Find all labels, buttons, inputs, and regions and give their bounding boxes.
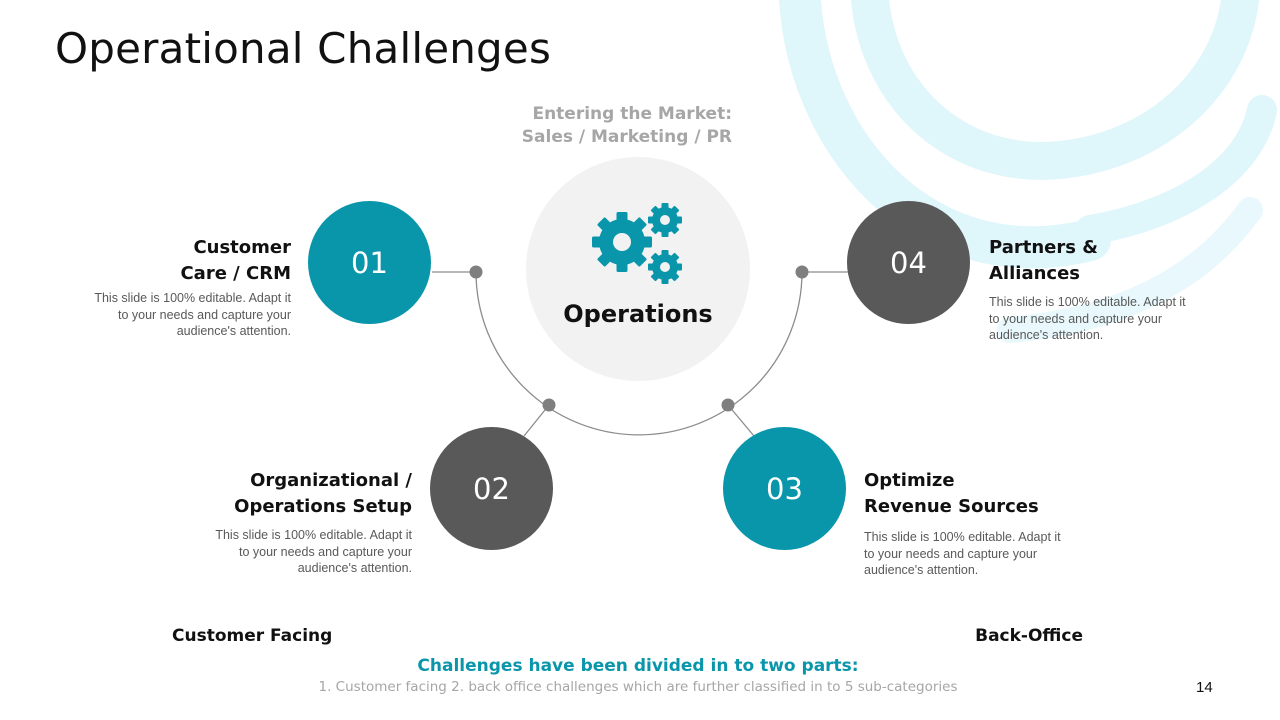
item-02-title-line2: Operations Setup xyxy=(234,496,412,517)
item-03-title: Optimize Revenue Sources xyxy=(864,468,1039,520)
item-04-desc-line2: to your needs and capture your xyxy=(989,311,1163,326)
market-label: Entering the Market: Sales / Marketing /… xyxy=(480,103,732,149)
item-04-title-line2: Alliances xyxy=(989,263,1080,284)
connector-dot xyxy=(469,265,483,279)
page-title: Operational Challenges xyxy=(55,24,552,73)
item-04-title: Partners & Alliances xyxy=(989,235,1098,287)
number-circle-02: 02 xyxy=(430,427,553,550)
number-02: 02 xyxy=(473,471,510,506)
item-03-title-line1: Optimize xyxy=(864,470,955,491)
customer-facing-label: Customer Facing xyxy=(172,626,333,646)
item-03-desc-line3: audience's attention. xyxy=(864,563,979,577)
center-label: Operations xyxy=(563,300,713,328)
item-02-description: This slide is 100% editable. Adapt it to… xyxy=(152,527,412,577)
item-01-desc-line3: audience's attention. xyxy=(176,324,291,338)
item-02-desc-line3: audience's attention. xyxy=(297,561,412,575)
item-01-description: This slide is 100% editable. Adapt it to… xyxy=(31,290,291,340)
item-02-desc-line2: to your needs and capture your xyxy=(238,544,412,559)
page-number: 14 xyxy=(1196,679,1213,696)
item-04-title-line1: Partners & xyxy=(989,237,1098,258)
number-01: 01 xyxy=(351,245,388,280)
item-01-title-line2: Care / CRM xyxy=(180,263,291,284)
item-02-title-line1: Organizational / xyxy=(250,470,412,491)
center-circle xyxy=(526,157,750,381)
item-02-title: Organizational / Operations Setup xyxy=(234,468,412,520)
item-01-desc-line1: This slide is 100% editable. Adapt it xyxy=(94,291,291,305)
conclusion-subnote: 1. Customer facing 2. back office challe… xyxy=(318,679,958,695)
back-office-label: Back-Office xyxy=(975,626,1083,646)
item-04-desc-line3: audience's attention. xyxy=(989,328,1104,342)
item-04-desc-line1: This slide is 100% editable. Adapt it xyxy=(989,295,1186,309)
item-01-desc-line2: to your needs and capture your xyxy=(117,307,291,322)
number-circle-01: 01 xyxy=(308,201,431,324)
connector-dot xyxy=(542,398,556,412)
item-04-description: This slide is 100% editable. Adapt it to… xyxy=(989,294,1249,344)
number-03: 03 xyxy=(766,471,803,506)
item-03-desc-line1: This slide is 100% editable. Adapt it xyxy=(864,530,1061,544)
market-label-line1: Entering the Market: xyxy=(532,104,732,124)
item-03-description: This slide is 100% editable. Adapt it to… xyxy=(864,529,1124,579)
market-label-line2: Sales / Marketing / PR xyxy=(521,127,732,147)
number-04: 04 xyxy=(890,245,927,280)
item-01-title-line1: Customer xyxy=(193,237,291,258)
gears-icon xyxy=(592,203,682,284)
item-03-title-line2: Revenue Sources xyxy=(864,496,1039,517)
conclusion-heading: Challenges have been divided in to two p… xyxy=(417,656,859,676)
connector-dot xyxy=(721,398,735,412)
number-circle-04: 04 xyxy=(847,201,970,324)
number-circle-03: 03 xyxy=(723,427,846,550)
connector-dot xyxy=(795,265,809,279)
item-02-desc-line1: This slide is 100% editable. Adapt it xyxy=(215,528,412,542)
item-03-desc-line2: to your needs and capture your xyxy=(864,546,1038,561)
item-01-title: Customer Care / CRM xyxy=(180,235,291,287)
